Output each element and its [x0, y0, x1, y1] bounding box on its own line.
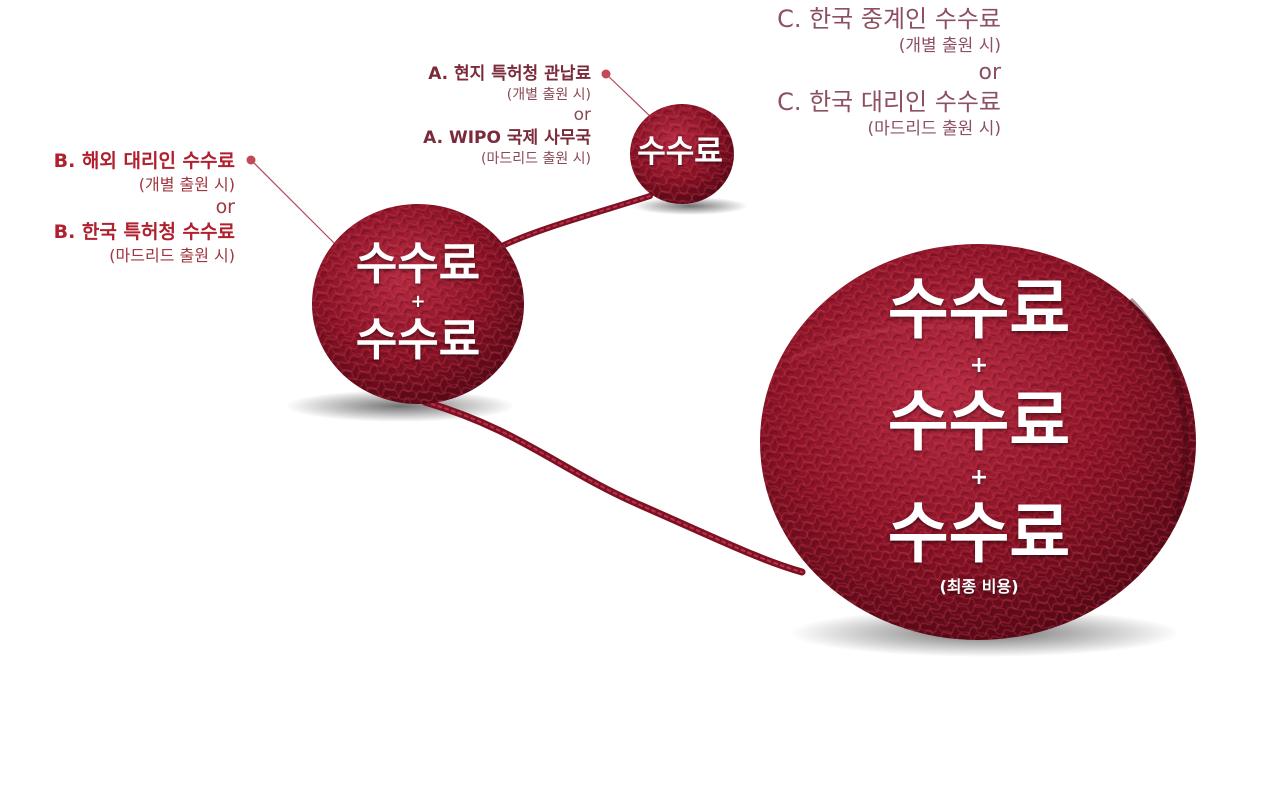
yarn-strand-medium-to-large	[421, 398, 806, 576]
small-ball-text: 수수료	[628, 133, 732, 171]
label-a-or: or	[573, 105, 591, 125]
label-group-b: B. 해외 대리인 수수료 (개별 출원 시) or B. 한국 특허청 수수료…	[54, 148, 235, 266]
label-a-title-1: A. 현지 특허청 관납료	[428, 64, 591, 84]
label-b-title-1: B. 해외 대리인 수수료	[53, 150, 235, 172]
large-ball-text: 수수료 + 수수료 + 수수료 (최종 비용)	[820, 270, 1138, 598]
plus-sign: +	[969, 465, 989, 490]
label-c-or: or	[978, 60, 1001, 85]
leader-dot-b	[246, 155, 256, 165]
final-cost-note: (최종 비용)	[939, 577, 1019, 596]
fee-text: 수수료	[887, 495, 1071, 572]
medium-yarn-ball	[312, 204, 524, 404]
plus-sign: +	[410, 291, 426, 312]
label-b-sub-1: (개별 출원 시)	[138, 175, 235, 194]
label-c-sub-2: (마드리드 출원 시)	[867, 119, 1001, 139]
fee-text: 수수료	[887, 383, 1071, 460]
small-yarn-ball	[630, 104, 734, 204]
leader-dot-a	[601, 69, 611, 79]
label-b-or: or	[215, 196, 235, 218]
label-a-title-2: A. WIPO 국제 사무국	[423, 128, 591, 148]
label-group-a: A. 현지 특허청 관납료 (개별 출원 시) or A. WIPO 국제 사무…	[423, 62, 591, 169]
label-c-title-2: C. 한국 대리인 수수료	[777, 88, 1001, 116]
large-yarn-ball	[760, 244, 1196, 640]
small-ball-shadow	[632, 197, 748, 215]
label-c-sub-1: (개별 출원 시)	[898, 36, 1001, 56]
label-b-sub-2: (마드리드 출원 시)	[109, 246, 235, 265]
medium-ball-text: 수수료 + 수수료	[320, 236, 516, 368]
label-group-c: C. 한국 중계인 수수료 (개별 출원 시) or C. 한국 대리인 수수료…	[777, 4, 1001, 142]
fee-text: 수수료	[355, 313, 481, 366]
fee-text: 수수료	[355, 237, 481, 290]
fee-text: 수수료	[887, 271, 1071, 348]
label-c-title-1: C. 한국 중계인 수수료	[777, 5, 1001, 33]
plus-sign: +	[969, 353, 989, 378]
leader-line-b	[250, 159, 335, 244]
leader-line-a	[605, 73, 653, 119]
label-b-title-2: B. 한국 특허청 수수료	[53, 221, 235, 243]
fee-text: 수수료	[637, 134, 723, 170]
label-a-sub-2: (마드리드 출원 시)	[481, 151, 591, 167]
label-a-sub-1: (개별 출원 시)	[506, 87, 591, 103]
